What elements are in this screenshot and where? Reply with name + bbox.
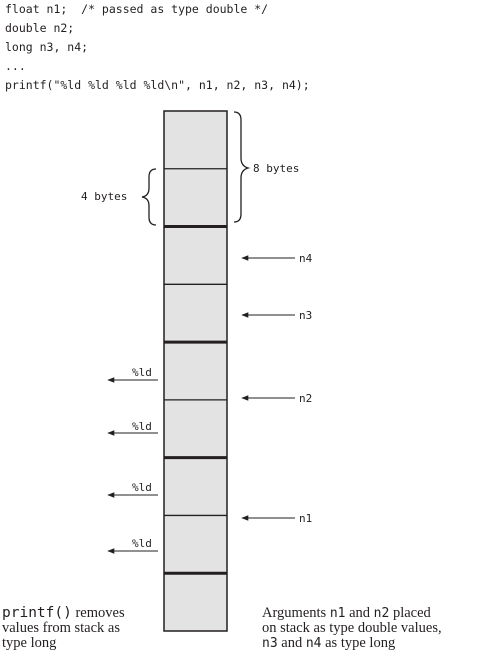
label-n4: n4 [299,252,313,265]
label-n1: n1 [299,512,312,525]
stack-outline [163,110,228,632]
label-ld-2: %ld [132,420,152,433]
brace-4-bytes [141,168,157,226]
caption-right-line2: on stack as type double values, [262,620,442,636]
caption-right-n3: n3 [262,636,278,651]
code-line-1: float n1; /* passed as type double */ [5,2,269,16]
caption-left-line1: removes [71,605,125,621]
caption-right-d: and [277,635,306,651]
caption-right-a: Arguments [262,605,330,621]
caption-right-n2: n2 [373,606,390,621]
label-ld-4: %ld [132,537,152,550]
label-n2: n2 [299,392,312,405]
code-listing: float n1; /* passed as type double */ dou… [5,0,310,95]
code-line-2: double n2; [5,21,75,35]
label-ld-3: %ld [132,481,152,494]
brace-8-bytes [233,111,251,223]
stack-column [163,110,228,632]
caption-right: Arguments n1 and n2 placed on stack as t… [262,605,442,652]
caption-left-line3: type long [2,635,57,651]
label-4-bytes: 4 bytes [81,190,127,203]
code-line-5: printf("%ld %ld %ld %ld\n", n1, n2, n3, … [5,78,310,92]
caption-left-func: printf() [2,605,72,621]
code-line-4: ... [5,59,26,73]
caption-right-n4: n4 [305,636,322,651]
caption-left: printf() removes values from stack as ty… [2,606,125,651]
caption-right-c: placed [389,605,431,621]
label-ld-1: %ld [132,366,152,379]
caption-right-e: as type long [321,635,396,651]
caption-left-line2: values from stack as [2,620,120,636]
caption-right-n1: n1 [329,606,346,621]
code-line-3: long n3, n4; [5,40,89,54]
label-n3: n3 [299,309,312,322]
caption-right-b: and [345,605,374,621]
label-8-bytes: 8 bytes [253,162,299,175]
